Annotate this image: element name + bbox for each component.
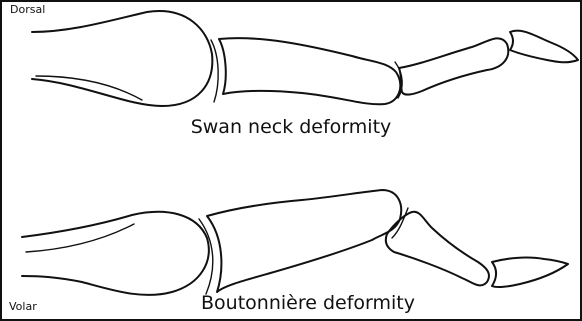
swan-neck-distal-phalanx <box>510 31 578 63</box>
boutonniere-pip-gap <box>199 219 213 294</box>
swan-neck-proximal-phalanx <box>219 38 400 104</box>
boutonniere-dip-gap <box>392 208 408 238</box>
swan-neck-metacarpal <box>32 11 212 106</box>
volar-label: Volar <box>9 300 37 313</box>
boutonniere-metacarpal <box>22 212 209 295</box>
boutonniere-caption: Boutonnière deformity <box>201 292 415 314</box>
boutonniere-diagram <box>22 190 568 295</box>
dorsal-label: Dorsal <box>10 3 45 16</box>
swan-neck-middle-phalanx <box>399 38 508 94</box>
swan-neck-caption: Swan neck deformity <box>0 116 582 138</box>
boutonniere-proximal-phalanx <box>207 190 401 292</box>
boutonniere-distal-phalanx <box>492 258 568 287</box>
swan-neck-metacarpal-shaft-line <box>36 76 142 100</box>
swan-neck-diagram <box>32 11 578 106</box>
